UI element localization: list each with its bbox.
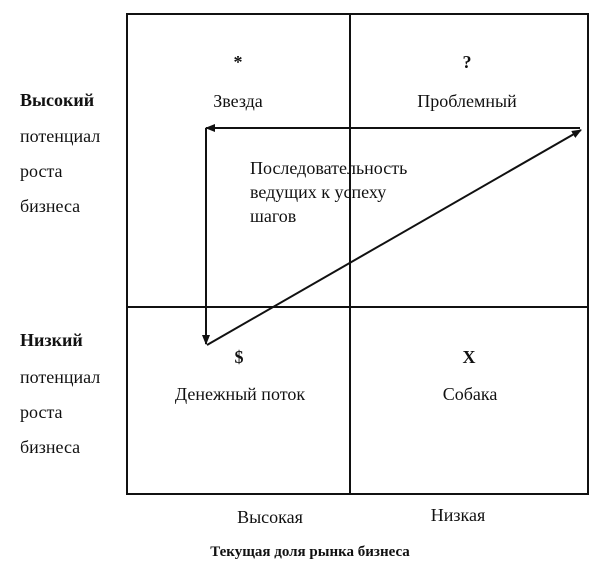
matrix-frame (126, 13, 589, 495)
low-growth-line-1: потенциал (20, 367, 101, 387)
sequence-text-line-3: шагов (250, 206, 297, 226)
arrow-to-problem (206, 129, 582, 346)
sequence-text-line-2: ведущих к успеху (250, 182, 387, 202)
high-share-label: Высокая (237, 507, 303, 527)
low-growth-line-3: бизнеса (20, 437, 81, 457)
low-share-label: Низкая (430, 505, 486, 525)
high-growth-line-3: бизнеса (20, 196, 81, 216)
high-growth-label: Высокий (20, 90, 95, 110)
cash-symbol: $ (234, 347, 244, 367)
cash-label: Денежный поток (174, 384, 306, 404)
dog-label: Собака (442, 384, 498, 404)
matrix-vertical-divider (349, 13, 351, 495)
problem-label: Проблемный (417, 91, 517, 111)
market-share-title: Текущая доля рынка бизнеса (210, 544, 410, 560)
dog-symbol: X (462, 347, 476, 367)
sequence-text-line-1: Последовательность (250, 158, 408, 178)
high-growth-line-2: роста (20, 161, 63, 181)
low-growth-line-2: роста (20, 402, 63, 422)
high-growth-line-1: потенциал (20, 126, 101, 146)
star-symbol: * (233, 52, 243, 72)
matrix-horizontal-divider (126, 306, 589, 308)
problem-symbol: ? (462, 52, 472, 72)
low-growth-label: Низкий (20, 330, 83, 350)
star-label: Звезда (213, 91, 263, 111)
